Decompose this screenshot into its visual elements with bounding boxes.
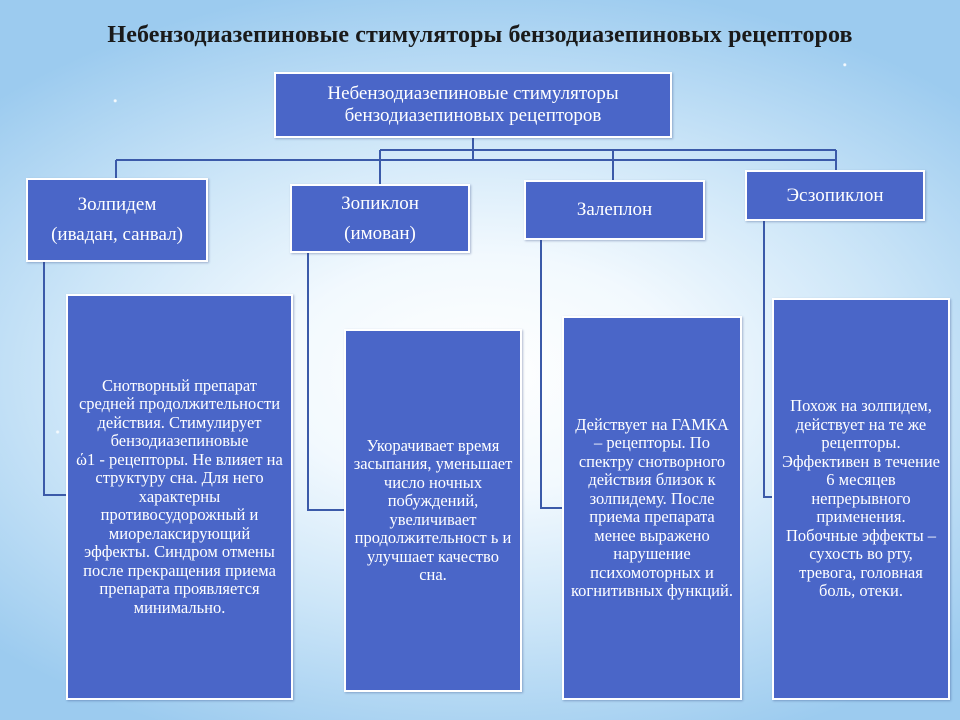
description-zaleplon: Действует на ГАМКА – рецепторы. По спект… (562, 316, 742, 700)
connector-bracket-zolpidem (43, 262, 68, 496)
description-text: Похож на золпидем, действует на те же ре… (782, 396, 940, 601)
description-text: Действует на ГАМКА – рецепторы. По спект… (571, 414, 733, 600)
drug-name: Эсзопиклон (786, 184, 884, 206)
connector-bracket-eszopiclone (763, 220, 774, 498)
connector-bracket-zopiclone (307, 252, 346, 511)
drug-header-zolpidem: Золпидем (ивадан, санвал) (26, 178, 208, 262)
page-title: Небензодиазепиновые стимуляторы бензодиа… (107, 22, 853, 48)
description-eszopiclone: Похож на золпидем, действует на те же ре… (772, 298, 950, 700)
root-label: Небензодиазепиновые стимуляторы бензодиа… (327, 83, 619, 126)
root-box: Небензодиазепиновые стимуляторы бензодиа… (274, 72, 672, 138)
drug-header-eszopiclone: Эсзопиклон (745, 170, 925, 221)
drug-name: Залеплон (576, 199, 653, 220)
description-text: Укорачивает время засыпания, уменьшает ч… (353, 435, 513, 584)
description-text: Снотворный препарат средней продолжитель… (76, 375, 283, 617)
description-zopiclone: Укорачивает время засыпания, уменьшает ч… (344, 329, 522, 692)
drug-name: Золпидем (ивадан, санвал) (51, 194, 183, 245)
description-zolpidem: Снотворный препарат средней продолжитель… (66, 294, 293, 700)
drug-header-zopiclone: Зопиклон (имован) (290, 184, 470, 253)
drug-header-zaleplon: Залеплон (524, 180, 705, 240)
connector-bracket-zaleplon (540, 239, 563, 509)
drug-name: Зопиклон (имован) (341, 192, 419, 244)
